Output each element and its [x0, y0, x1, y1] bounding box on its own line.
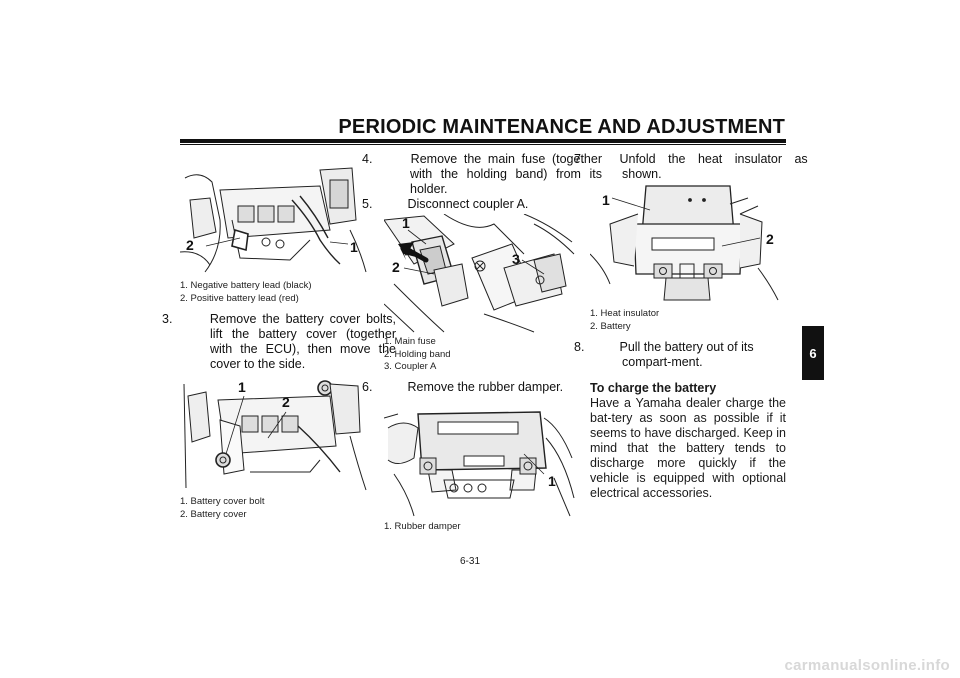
step-3: 3. Remove the battery cover bolts, lift … [162, 312, 396, 372]
fig1-caption: 2. Positive battery lead (red) [180, 292, 299, 304]
step-8: 8. Pull the battery out of its compart-m… [574, 340, 772, 370]
fig3-caption: 2. Holding band [384, 348, 451, 360]
header-rule [180, 139, 786, 143]
fig1-callout-2: 2 [186, 237, 194, 253]
step-5: 5. Disconnect coupler A. [362, 197, 602, 212]
step-text: Remove the battery cover bolts, lift the… [209, 312, 396, 371]
step-number: 4. [362, 152, 373, 166]
step-number: 8. [574, 340, 585, 354]
step-text: Pull the battery out of its compart-ment… [619, 340, 754, 369]
fig1-caption: 1. Negative battery lead (black) [180, 280, 312, 291]
step-6: 6. Remove the rubber damper. [362, 380, 602, 395]
figure-battery-leads: 2 1 [180, 167, 367, 273]
fig4-callout-1: 1 [548, 473, 556, 489]
step-7: 7. Unfold the heat insulator as shown. [574, 152, 810, 182]
fig5-callout-2: 2 [766, 231, 774, 247]
step-text: Unfold the heat insulator as shown. [619, 152, 808, 181]
fig3-caption: 3. Coupler A [384, 361, 437, 372]
fig3-caption-list: 1. Main fuse 2. Holding band 3. Coupler … [384, 336, 451, 374]
fig4-caption-list: 1. Rubber damper [384, 521, 461, 534]
watermark: carmanualsonline.info [784, 657, 950, 674]
page-number: 6-31 [460, 556, 481, 567]
fig2-callout-1: 1 [238, 379, 246, 395]
figure-main-fuse: 1 2 3 [384, 214, 575, 333]
section-heading-charge: To charge the battery [590, 381, 717, 395]
page-title: PERIODIC MAINTENANCE AND ADJUSTMENT [338, 116, 785, 138]
fig2-caption: 1. Battery cover bolt [180, 496, 265, 507]
figure-heat-insulator: 1 2 [590, 185, 779, 301]
step-text: Remove the rubber damper. [407, 380, 564, 394]
step-text: Disconnect coupler A. [407, 197, 529, 211]
fig2-callout-2: 2 [282, 394, 290, 410]
fig3-callout-1: 1 [402, 215, 410, 231]
step-4: 4. Remove the main fuse (together with t… [362, 152, 602, 197]
step-number: 5. [362, 197, 373, 211]
step-number: 3. [162, 312, 173, 326]
fig3-callout-3: 3 [512, 251, 520, 267]
fig2-caption-list: 1. Battery cover bolt 2. Battery cover [180, 496, 264, 521]
fig3-callout-2: 2 [392, 259, 400, 275]
charge-paragraph: Have a Yamaha dealer charge the bat-tery… [590, 396, 786, 500]
step-number: 6. [362, 380, 373, 394]
step-text: Remove the main fuse (together with the … [410, 152, 602, 196]
fig5-callout-1: 1 [602, 192, 610, 208]
fig1-callout-1: 1 [350, 239, 358, 255]
figure-battery-cover: 1 2 [183, 379, 367, 491]
fig5-caption-list: 1. Heat insulator 2. Battery [590, 308, 659, 333]
fig1-caption-list: 1. Negative battery lead (black) 2. Posi… [180, 280, 311, 305]
fig3-caption: 1. Main fuse [384, 336, 436, 347]
fig2-caption: 2. Battery cover [180, 508, 247, 520]
header-rule-thin [180, 144, 786, 145]
step-number: 7. [574, 152, 585, 166]
section-tab: 6 [802, 326, 824, 380]
figure-rubber-damper: 1 [384, 411, 575, 517]
fig5-caption: 1. Heat insulator [590, 308, 660, 319]
fig5-caption: 2. Battery [590, 320, 631, 332]
fig4-caption: 1. Rubber damper [384, 521, 461, 532]
